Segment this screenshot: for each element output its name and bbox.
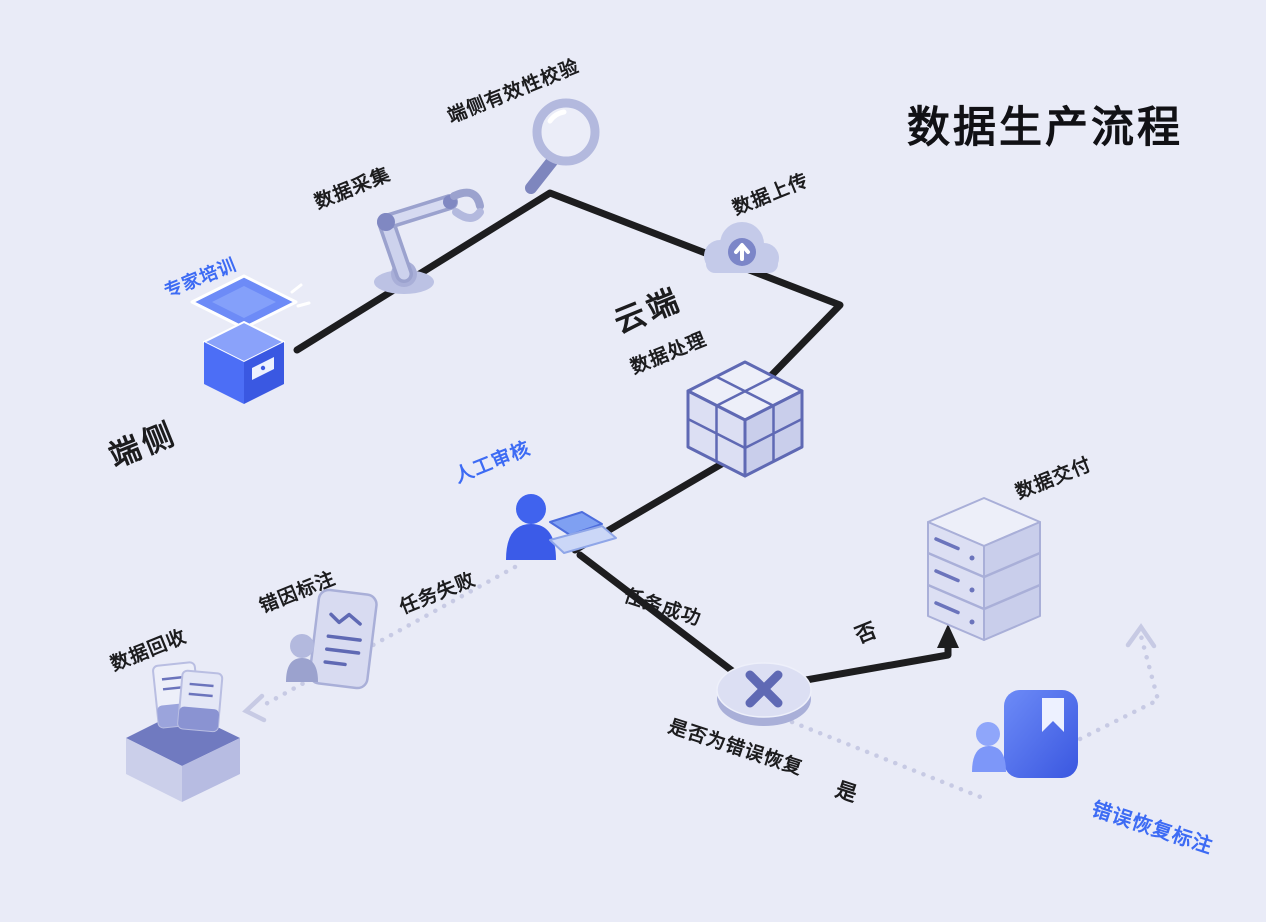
document-person-icon xyxy=(286,588,378,690)
decision-no-line xyxy=(802,642,952,684)
yes-dotted-line xyxy=(789,719,991,803)
robot-arm-icon xyxy=(374,188,484,294)
server-icon xyxy=(927,497,1041,641)
magnifier-icon xyxy=(525,98,600,194)
cloud-upload-icon xyxy=(704,222,779,273)
x-decision-icon xyxy=(716,662,812,726)
book-person-icon xyxy=(972,690,1078,778)
recovery-feedback-dotted-line xyxy=(1059,633,1161,751)
feedback-arrowhead-icon xyxy=(1125,623,1157,649)
delivery-arrowhead-icon xyxy=(937,624,959,648)
page-title: 数据生产流程 xyxy=(907,104,1183,152)
person-laptop-icon xyxy=(506,494,617,560)
task-failed-dotted-line xyxy=(259,564,518,709)
archive-box-icon xyxy=(126,661,240,802)
task-success-line xyxy=(576,551,764,696)
cube-icon xyxy=(686,360,804,478)
edge-to-cloud-flow-line xyxy=(293,189,844,389)
recycle-arrowhead-icon xyxy=(242,693,267,723)
dotted-connectors xyxy=(242,564,1161,803)
podium-icon xyxy=(190,274,311,404)
